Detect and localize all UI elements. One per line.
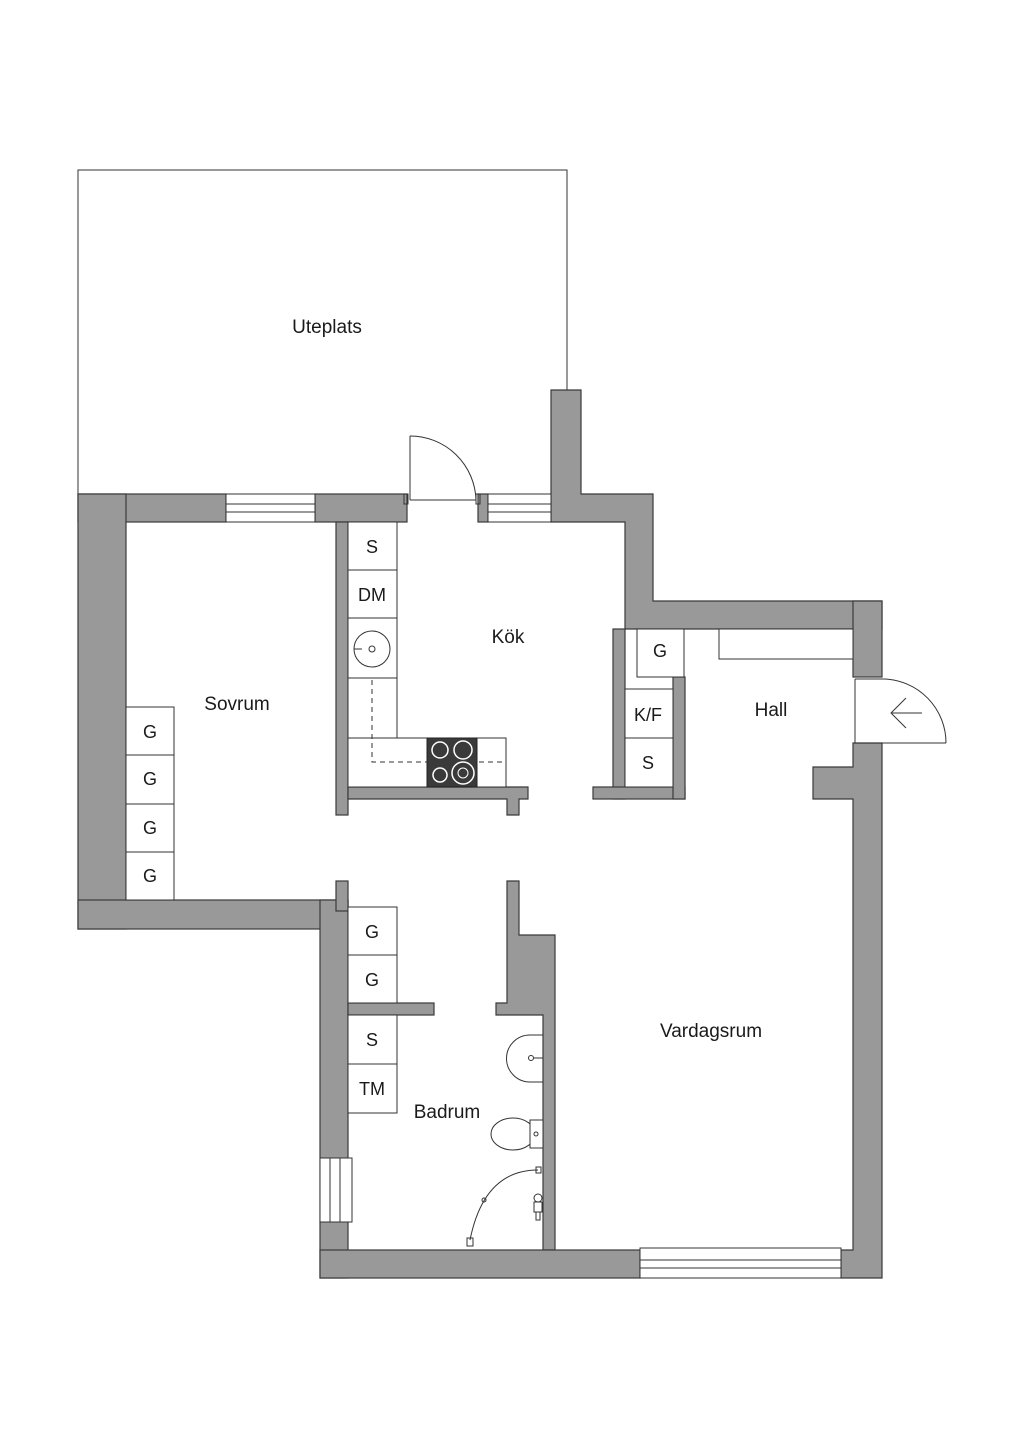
window-vardagsrum bbox=[639, 1247, 842, 1279]
walls bbox=[77, 389, 883, 1279]
hall-g-label: G bbox=[653, 641, 667, 661]
dryer-label: TM bbox=[359, 1079, 385, 1099]
windows bbox=[225, 493, 842, 1279]
fridge-freezer-label: K/F bbox=[634, 705, 662, 725]
room-label-kok: Kök bbox=[492, 627, 525, 648]
room-label-badrum: Badrum bbox=[414, 1102, 481, 1123]
room-label-hall: Hall bbox=[755, 700, 788, 721]
shower-faucet-icon bbox=[533, 1193, 543, 1221]
badrum-fixtures: S TM bbox=[347, 1014, 544, 1221]
window-kok bbox=[487, 493, 552, 523]
entrance-arrow-icon bbox=[890, 697, 922, 729]
room-label-vardagsrum: Vardagsrum bbox=[660, 1021, 762, 1042]
sovrum-g-label-4: G bbox=[143, 866, 157, 886]
room-label-uteplats: Uteplats bbox=[292, 317, 362, 338]
sovrum-g-label-1: G bbox=[143, 722, 157, 742]
terrace-outline bbox=[77, 169, 568, 494]
window-sovrum bbox=[225, 493, 316, 523]
stove-icon bbox=[426, 737, 478, 788]
kitchen-s-label: S bbox=[366, 537, 378, 557]
corridor-g-label-2: G bbox=[365, 970, 379, 990]
shower-door bbox=[466, 1166, 542, 1247]
window-badrum bbox=[319, 1157, 353, 1223]
hall-s-label: S bbox=[642, 753, 654, 773]
sovrum-g-label-2: G bbox=[143, 769, 157, 789]
dishwasher-label: DM bbox=[358, 585, 386, 605]
hall-closets: G K/F S bbox=[624, 628, 854, 788]
sovrum-g-label-3: G bbox=[143, 818, 157, 838]
kitchen-counter-left: S DM bbox=[347, 521, 507, 788]
toilet-icon bbox=[490, 1117, 544, 1151]
corridor-g-label-1: G bbox=[365, 922, 379, 942]
sink-icon bbox=[353, 630, 391, 668]
washbasin-icon bbox=[506, 1034, 543, 1083]
bath-s-label: S bbox=[366, 1030, 378, 1050]
sovrum-wardrobes: G G G G bbox=[125, 706, 175, 901]
entrance-door bbox=[854, 678, 947, 744]
balcony-door bbox=[403, 435, 481, 505]
room-label-sovrum: Sovrum bbox=[204, 694, 269, 715]
corridor-wardrobes: G G bbox=[347, 906, 398, 1004]
